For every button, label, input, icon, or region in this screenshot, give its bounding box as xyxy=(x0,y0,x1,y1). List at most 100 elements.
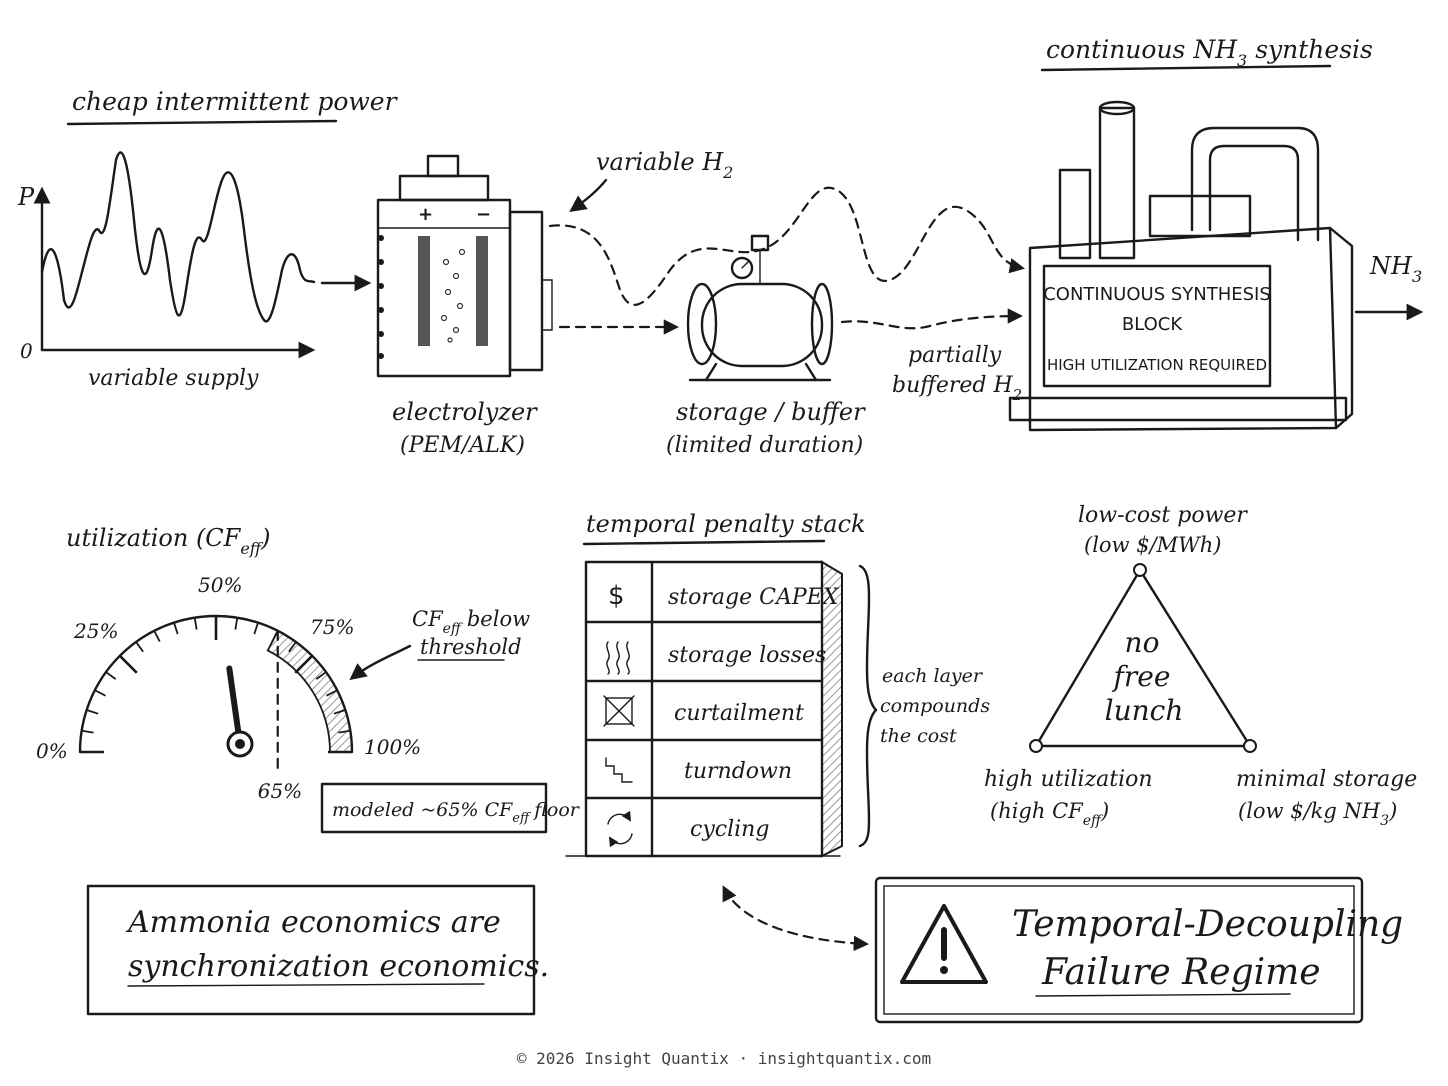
electrolyzer-pipe xyxy=(541,279,553,331)
summary-box: Ammonia economics are synchronization ec… xyxy=(86,884,549,1016)
buffered-h2-flow xyxy=(840,308,1024,330)
gauge-tick-label-0: 0% xyxy=(36,739,68,763)
summary-underline xyxy=(127,983,485,987)
tradeoff-triangle: low-cost power (low $/MWh) no free lunch… xyxy=(984,503,1417,829)
stack-layer-storage-capex: storage CAPEX xyxy=(668,585,840,610)
synthesis-block-line2: BLOCK xyxy=(1122,314,1183,335)
footer-copyright: © 2026 Insight Quantix · insightquantix.… xyxy=(517,1049,931,1068)
variable-h2-pointer-arrow xyxy=(569,178,608,212)
gauge-threshold-label: 65% xyxy=(258,779,302,803)
dollar-icon: $ xyxy=(608,581,625,611)
regime-frame-inner xyxy=(883,885,1355,1015)
plant-column-tall xyxy=(1098,106,1136,260)
tank-end-cap xyxy=(810,282,834,366)
gauge-minor-tick xyxy=(105,671,117,680)
gauge-below-threshold-band xyxy=(266,629,353,753)
electrolyzer-sublabel: (PEM/ALK) xyxy=(400,433,525,458)
gauge-minor-tick xyxy=(135,641,144,653)
storage-sublabel: (limited duration) xyxy=(666,433,863,458)
electrode-cathode xyxy=(476,236,488,346)
buffered-h2-line1: partially xyxy=(908,343,1002,368)
power-title: cheap intermittent power xyxy=(72,87,399,116)
stack-layer-curtailment: curtailment xyxy=(674,701,804,726)
gauge-tick-label-100: 100% xyxy=(364,735,421,759)
triangle-vertex-top xyxy=(1133,563,1147,577)
power-axis-y-label: P xyxy=(17,183,35,211)
regime-line2: Failure Regime xyxy=(1041,952,1321,993)
variable-h2-flow xyxy=(548,186,1026,306)
tank-gauge-needle xyxy=(741,261,749,269)
brace-note-line3: the cost xyxy=(880,725,957,747)
tank-front-cap xyxy=(686,282,718,366)
variable-h2-label: variable H2 xyxy=(596,148,733,182)
gauge-minor-tick xyxy=(315,671,327,680)
electrolyzer-side xyxy=(508,210,544,372)
tank-legs xyxy=(704,362,818,382)
gauge-ticks xyxy=(80,616,352,754)
penalty-stack-title-underline xyxy=(582,539,826,546)
gauge-minor-tick xyxy=(338,729,351,734)
triangle-shape xyxy=(1034,568,1252,748)
gauge-title: utilization (CFeff) xyxy=(66,524,271,558)
utilization-gauge: utilization (CFeff) 0% 25% 50% 75% 100% … xyxy=(36,524,581,834)
step-down-icon xyxy=(605,757,633,783)
plant-column-short xyxy=(1058,168,1092,260)
electrolyzer-plus: + xyxy=(418,204,433,225)
gauge-minor-tick xyxy=(153,630,161,642)
storage-tank: storage / buffer (limited duration) xyxy=(666,234,866,458)
gauge-minor-tick xyxy=(94,689,106,697)
gauge-tick-label-25: 25% xyxy=(73,619,118,643)
summary-line1: Ammonia economics are xyxy=(125,905,501,940)
gauge-minor-tick xyxy=(193,617,198,630)
electrode-anode xyxy=(418,236,430,346)
gauge-minor-tick xyxy=(86,709,99,715)
triangle-vertex-right xyxy=(1243,739,1257,753)
tank-body xyxy=(700,282,824,368)
stack-layer-turndown: turndown xyxy=(684,759,792,784)
triangle-left-label: high utilization xyxy=(984,767,1153,792)
gauge-major-tick xyxy=(118,654,138,674)
storage-label: storage / buffer xyxy=(676,398,866,426)
stack-layer-storage-losses: storage losses xyxy=(668,643,826,668)
triangle-top-label: low-cost power xyxy=(1078,503,1248,528)
gauge-minor-tick xyxy=(333,709,346,715)
synthesis-title-underline xyxy=(1040,64,1332,72)
synthesis-block-line1: CONTINUOUS SYNTHESIS xyxy=(1043,284,1271,305)
gauge-tick-label-75: 75% xyxy=(310,615,354,639)
nh3-output-label: NH3 xyxy=(1369,252,1422,286)
summary-frame xyxy=(86,884,536,1016)
gauge-minor-tick xyxy=(253,622,259,635)
electrolyzer-bolts xyxy=(378,235,384,359)
stack-to-regime-connector xyxy=(722,885,870,952)
regime-frame-outer xyxy=(874,876,1364,1024)
gauge-note-arrow xyxy=(349,644,412,681)
gauge-minor-tick xyxy=(326,689,338,697)
power-panel: cheap intermittent power P 0 variable su… xyxy=(17,87,399,391)
h2-flows: variable H2 partially buffered H2 xyxy=(548,148,1026,404)
buffered-h2-line2: buffered H2 xyxy=(892,373,1022,404)
power-axis-zero: 0 xyxy=(20,339,33,363)
gauge-minor-tick xyxy=(288,641,297,653)
gauge-minor-tick xyxy=(81,729,94,734)
regime-underline xyxy=(1035,993,1291,997)
power-title-underline xyxy=(66,119,338,126)
cycle-arrows-icon xyxy=(607,810,633,848)
gauge-minor-tick xyxy=(173,622,179,635)
synthesis-block-panel xyxy=(1042,264,1272,388)
gauge-note-line2: threshold xyxy=(420,635,522,659)
triangle-top-sublabel: (low $/MWh) xyxy=(1084,533,1221,557)
penalty-stack: temporal penalty stack $ storage CAPEX s… xyxy=(565,510,990,858)
plant-column-top xyxy=(1098,100,1136,116)
plant-drum xyxy=(1148,194,1252,238)
triangle-center-line1: no xyxy=(1125,626,1160,659)
brace-note-line1: each layer xyxy=(882,665,984,687)
electrolyzer: + − electrolyzer (PEM/ALK) xyxy=(376,154,553,458)
triangle-center-line2: free xyxy=(1112,660,1171,693)
gauge-major-tick xyxy=(294,654,314,674)
regime-line1: Temporal-Decoupling xyxy=(1012,904,1403,945)
brace-note-line2: compounds xyxy=(880,695,990,717)
summary-line2: synchronization economics. xyxy=(128,949,549,984)
